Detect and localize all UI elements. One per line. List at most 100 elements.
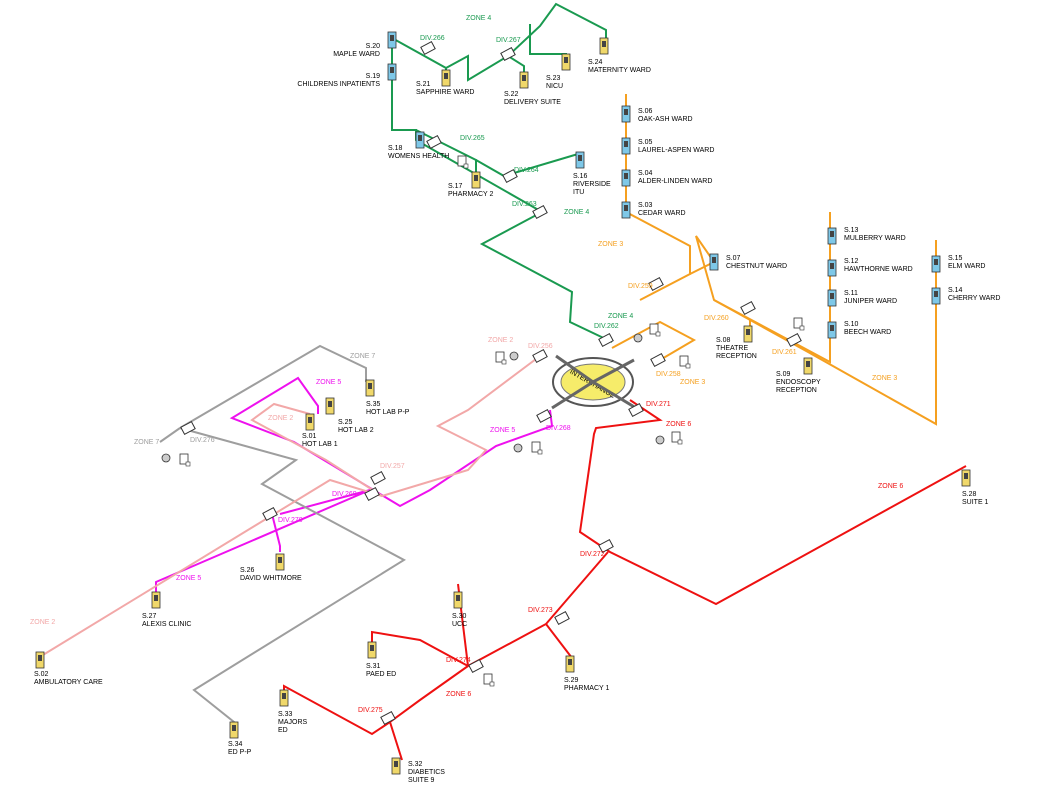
aux-unit-7: [495, 351, 505, 363]
station-s-25[interactable]: [325, 397, 335, 415]
diverter-div-261[interactable]: [786, 332, 802, 348]
interchange-spoke-1: [555, 354, 594, 384]
station-name-s-05: LAUREL-ASPEN WARD: [638, 147, 714, 154]
diverter-div-273[interactable]: [554, 610, 570, 626]
station-name-s-06: OAK-ASH WARD: [638, 116, 693, 123]
diverter-div-275[interactable]: [380, 710, 396, 726]
diverter-div-274[interactable]: [468, 658, 484, 674]
station-s-21[interactable]: [441, 69, 451, 87]
station-id-s-34: S.34: [228, 741, 243, 748]
station-s-11[interactable]: [827, 289, 837, 307]
diverter-label-div-259: DIV.259: [628, 283, 653, 290]
station-name-s-17: PHARMACY 2: [448, 191, 493, 198]
station-id-s-12: S.12: [844, 258, 859, 265]
blower-unit-2: [633, 333, 643, 343]
station-s-26[interactable]: [275, 553, 285, 571]
station-s-29[interactable]: [565, 655, 575, 673]
interchange-spoke-2: [592, 358, 635, 384]
red-tube-route-13: [578, 399, 967, 606]
station-s-10[interactable]: [827, 321, 837, 339]
station-s-22[interactable]: [519, 71, 529, 89]
station-s-13[interactable]: [827, 227, 837, 245]
zone-label-zone-6-13: ZONE 6: [666, 421, 691, 428]
station-name-s-14: CHERRY WARD: [948, 295, 1000, 302]
station-s-34[interactable]: [229, 721, 239, 739]
station-s-04[interactable]: [621, 169, 631, 187]
station-s-01[interactable]: [305, 413, 315, 431]
station-s-08[interactable]: [743, 325, 753, 343]
diverter-div-262[interactable]: [598, 332, 614, 348]
interchange-hub[interactable]: INTERCHANGE: [551, 354, 637, 410]
diverter-div-271[interactable]: [628, 402, 644, 418]
diverter-div-259[interactable]: [648, 276, 664, 292]
station-id-s-30: S.30: [452, 613, 467, 620]
station-s-09[interactable]: [803, 357, 813, 375]
station-s-33[interactable]: [279, 689, 289, 707]
red-tube-route-16: [371, 630, 469, 667]
diverter-div-256[interactable]: [532, 348, 548, 364]
station-name-s-15: ELM WARD: [948, 263, 985, 270]
aux-unit-4: [793, 317, 803, 329]
station-name-s-20: MAPLE WARD: [333, 51, 380, 58]
station-s-16[interactable]: [575, 151, 585, 169]
station-s-24[interactable]: [599, 37, 609, 55]
green-tube-route-3: [445, 2, 607, 82]
diverter-div-257[interactable]: [370, 470, 386, 486]
station-s-03[interactable]: [621, 201, 631, 219]
blower-unit-4: [513, 443, 523, 453]
station-door-s-14: [934, 291, 938, 297]
station-door-s-31: [370, 645, 374, 651]
aux-unit-1: [457, 155, 467, 167]
diverter-div-276[interactable]: [180, 420, 196, 436]
station-s-07[interactable]: [709, 253, 719, 271]
diverter-div-272[interactable]: [598, 538, 614, 554]
station-s-35[interactable]: [365, 379, 375, 397]
station-s-14[interactable]: [931, 287, 941, 305]
diverter-div-265[interactable]: [426, 134, 442, 150]
green-tube-route-2: [391, 37, 447, 80]
station-s-15[interactable]: [931, 255, 941, 273]
station-s-30[interactable]: [453, 591, 463, 609]
station-s-05[interactable]: [621, 137, 631, 155]
station-id-s-22: S.22: [504, 91, 519, 98]
grey-tube-route-22: [159, 427, 181, 443]
station-s-20[interactable]: [387, 31, 397, 49]
zone-label-zone-5-11: ZONE 5: [490, 427, 515, 434]
station-door-s-27: [154, 595, 158, 601]
station-s-31[interactable]: [367, 641, 377, 659]
diverter-div-258[interactable]: [650, 352, 666, 368]
station-s-28[interactable]: [961, 469, 971, 487]
diverter-div-267[interactable]: [500, 46, 516, 62]
station-s-12[interactable]: [827, 259, 837, 277]
diverter-div-263[interactable]: [532, 204, 548, 220]
station-door-s-16: [578, 155, 582, 161]
diverter-label-div-261: DIV.261: [772, 349, 797, 356]
aux-unit-base-3: [685, 363, 691, 369]
station-s-18[interactable]: [415, 131, 425, 149]
station-s-19[interactable]: [387, 63, 397, 81]
station-name-s-16-1: RIVERSIDE: [573, 181, 611, 188]
station-s-06[interactable]: [621, 105, 631, 123]
station-id-s-11: S.11: [844, 290, 858, 297]
station-name-s-21: SAPPHIRE WARD: [416, 89, 474, 96]
station-id-s-09: S.09: [776, 371, 791, 378]
station-name-s-02: AMBULATORY CARE: [34, 679, 103, 686]
station-s-02[interactable]: [35, 651, 45, 669]
zone-label-zone-5-10: ZONE 5: [316, 379, 341, 386]
diverter-div-260[interactable]: [740, 300, 756, 316]
station-door-s-21: [444, 73, 448, 79]
diverter-div-270[interactable]: [262, 506, 278, 522]
diverter-div-264[interactable]: [502, 168, 518, 184]
diverter-div-268[interactable]: [536, 408, 552, 424]
grey-tube-route-23: [179, 344, 367, 429]
diverter-div-269[interactable]: [364, 486, 380, 502]
zone-label-zone-2-8: ZONE 2: [268, 415, 293, 422]
station-s-32[interactable]: [391, 757, 401, 775]
station-s-23[interactable]: [561, 53, 571, 71]
station-s-27[interactable]: [151, 591, 161, 609]
diverter-div-266[interactable]: [420, 40, 436, 56]
station-s-17[interactable]: [471, 171, 481, 189]
pink-tube-route-26: [37, 478, 383, 659]
station-name-s-09-1: ENDOSCOPY: [776, 379, 821, 386]
